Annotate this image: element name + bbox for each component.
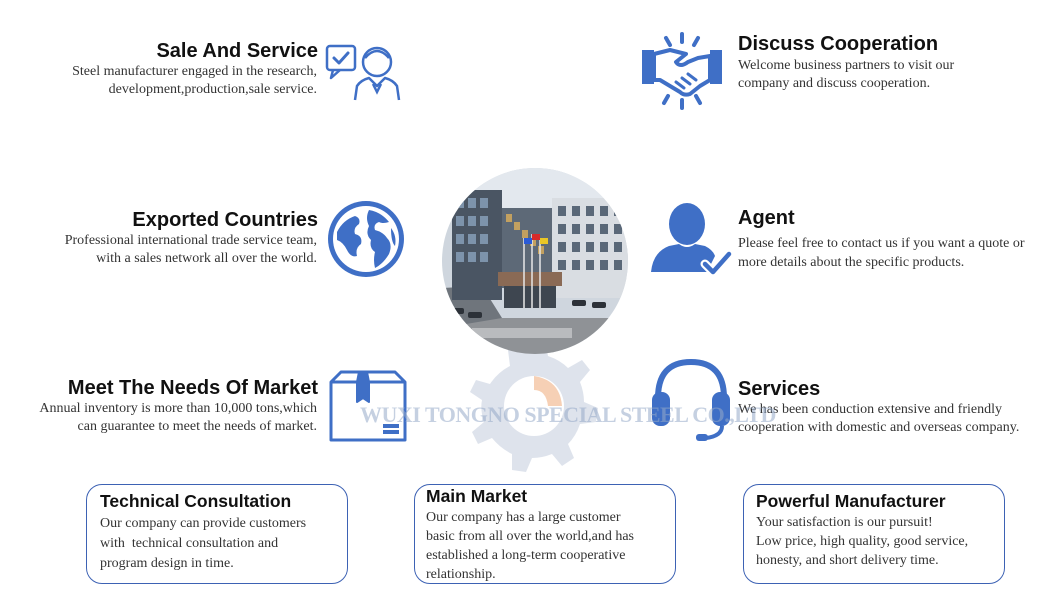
technical-line-2: with technical consultation and	[100, 536, 279, 551]
powerful-manufacturer-box: Powerful Manufacturer Your satisfaction …	[743, 484, 1005, 584]
agent-line-2: more details about the specific products…	[738, 255, 965, 270]
technical-line-1: Our company can provide customers	[100, 516, 307, 531]
meet-needs-description: Annual inventory is more than 10,000 ton…	[39, 400, 317, 435]
powerful-line-1: Your satisfaction is our pursuit!	[756, 515, 933, 530]
agent-line-1: Please feel free to contact us if you wa…	[738, 236, 1025, 251]
package-box-icon	[329, 370, 407, 442]
technical-line-3: program design in time.	[100, 556, 234, 571]
exported-line-2: with a sales network all over the world.	[96, 250, 317, 266]
services-line-2: cooperation with domestic and overseas c…	[738, 419, 1020, 435]
technical-consultation-box: Technical Consultation Our company can p…	[86, 484, 348, 584]
discuss-line-2: company and discuss cooperation.	[738, 75, 931, 91]
meet-needs-title: Meet The Needs Of Market	[67, 377, 318, 399]
agent-check-icon	[651, 203, 733, 276]
exported-countries-description: Professional international trade service…	[65, 232, 317, 267]
discuss-cooperation-description: Welcome business partners to visit our c…	[738, 57, 954, 92]
company-watermark: WUXI TONGNO SPECIAL STEEL CO.,LTD	[360, 402, 776, 427]
powerful-line-3: honesty, and short delivery time.	[756, 553, 939, 568]
technical-consultation-title: Technical Consultation	[100, 491, 292, 511]
sale-service-line-2: development,production,sale service.	[108, 81, 317, 97]
main-market-line-2: basic from all over the world,and has	[426, 529, 634, 544]
agent-title: Agent	[738, 207, 795, 229]
gear-logo-icon	[470, 340, 598, 472]
powerful-manufacturer-title: Powerful Manufacturer	[756, 491, 946, 511]
company-building-photo	[442, 168, 628, 354]
handshake-icon	[642, 32, 722, 110]
main-market-line-3: established a long-term cooperative	[426, 548, 626, 563]
exported-line-1: Professional international trade service…	[64, 233, 317, 248]
main-market-line-4: relationship.	[426, 567, 496, 582]
customer-service-chat-icon	[325, 44, 401, 101]
discuss-cooperation-title: Discuss Cooperation	[738, 33, 939, 55]
sale-service-title: Sale And Service	[156, 40, 318, 62]
powerful-line-2: Low price, high quality, good service,	[756, 534, 969, 549]
services-description: We has been conduction extensive and fri…	[738, 401, 1019, 436]
sale-service-line-1: Steel manufacturer engaged in the resear…	[72, 64, 317, 79]
exported-countries-title: Exported Countries	[132, 209, 318, 231]
meet-needs-line-1: Annual inventory is more than 10,000 ton…	[39, 401, 317, 416]
main-market-title: Main Market	[426, 486, 528, 506]
services-line-1: We has been conduction extensive and fri…	[738, 402, 1003, 417]
headset-icon	[652, 358, 730, 441]
powerful-manufacturer-text: Your satisfaction is our pursuit! Low pr…	[756, 513, 968, 570]
main-market-box: Main Market Our company has a large cust…	[414, 484, 676, 584]
sale-service-description: Steel manufacturer engaged in the resear…	[72, 63, 317, 98]
meet-needs-line-2: can guarantee to meet the needs of marke…	[77, 418, 317, 434]
services-title: Services	[738, 378, 821, 400]
globe-icon	[328, 201, 404, 277]
main-market-text: Our company has a large customer basic f…	[426, 508, 634, 584]
main-market-line-1: Our company has a large customer	[426, 510, 621, 525]
discuss-line-1: Welcome business partners to visit our	[738, 58, 955, 73]
agent-description: Please feel free to contact us if you wa…	[738, 234, 1025, 272]
technical-consultation-text: Our company can provide customers with t…	[100, 514, 306, 574]
